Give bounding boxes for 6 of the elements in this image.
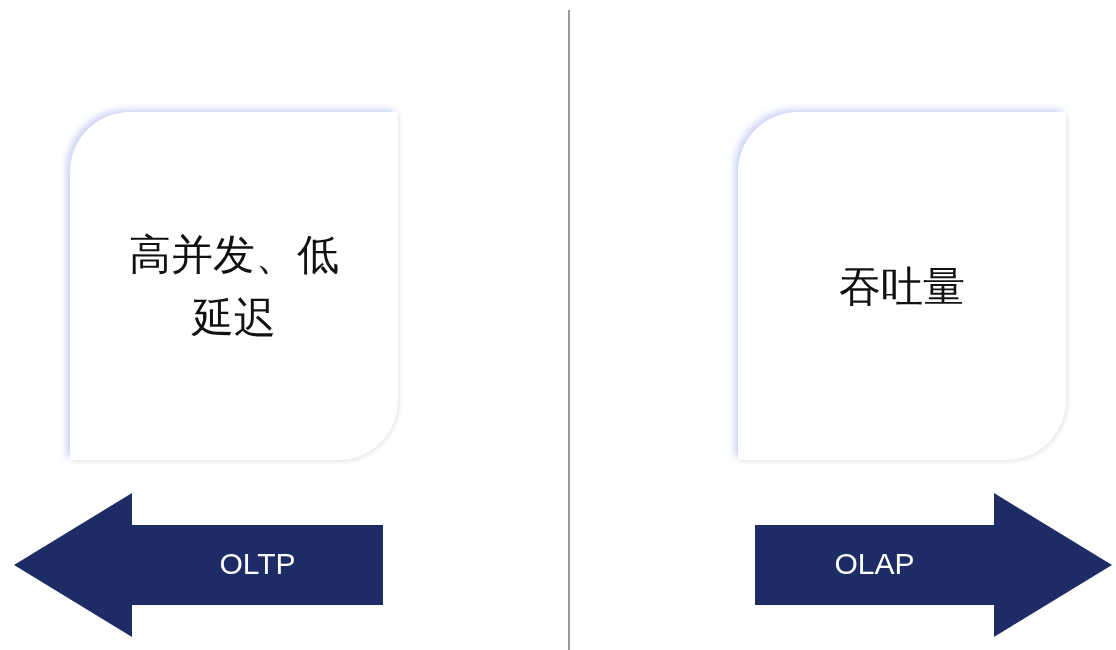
arrow-label: OLAP: [834, 547, 915, 581]
card-text: 高并发、低延迟: [128, 229, 340, 344]
card: [70, 112, 398, 460]
card: [738, 112, 1066, 460]
arrow-label: OLTP: [219, 547, 296, 581]
card-text: 吞吐量: [839, 260, 965, 313]
